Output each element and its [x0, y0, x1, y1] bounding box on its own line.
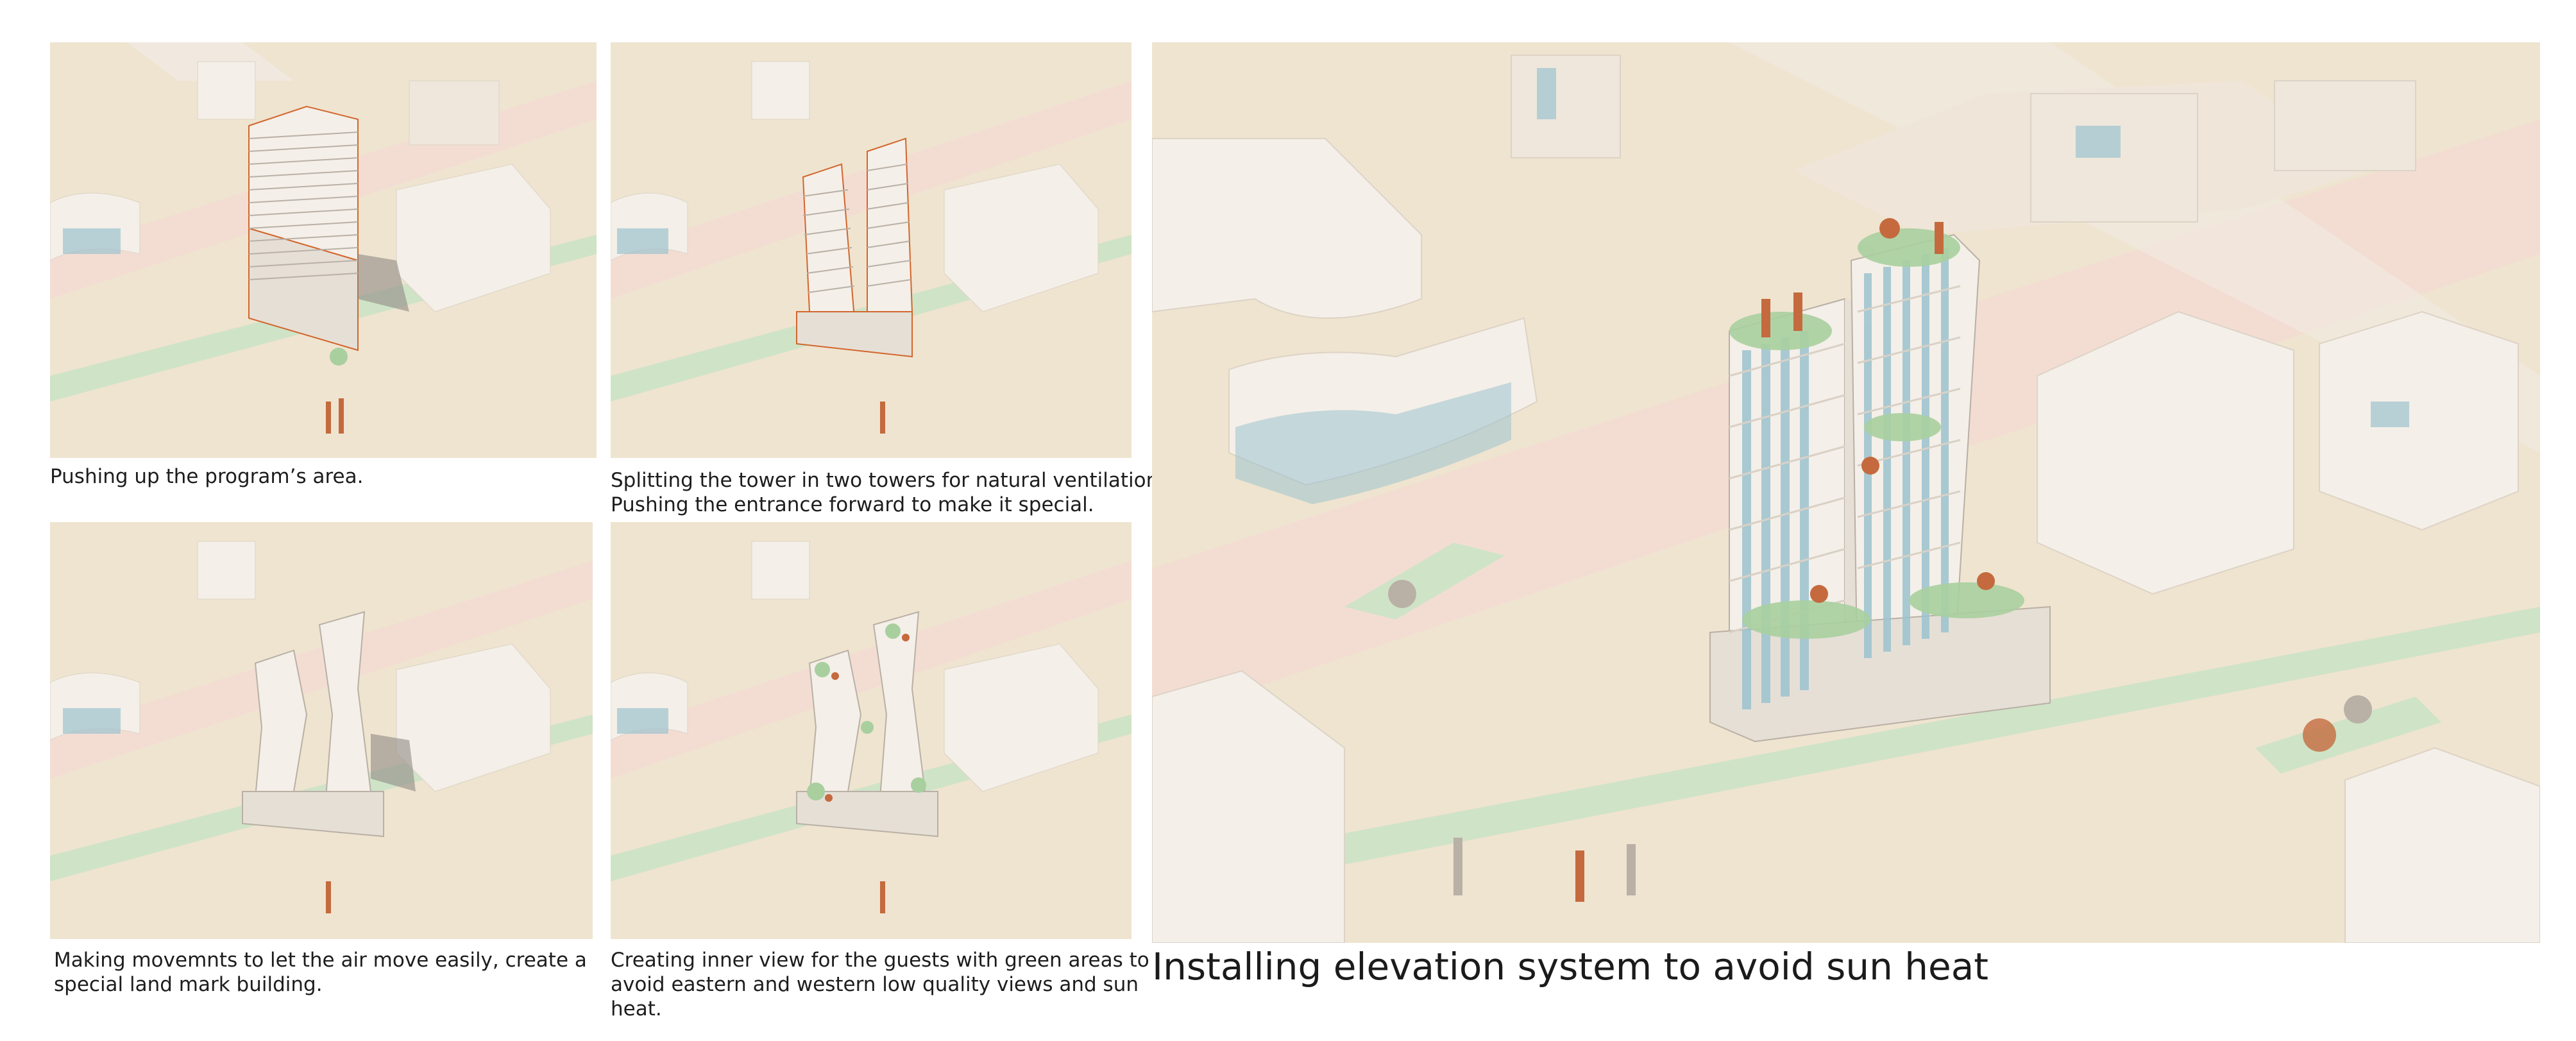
step-1-caption: Pushing up the program’s area.	[50, 465, 364, 488]
step-4-caption-line-2: avoid eastern and western low quality vi…	[611, 973, 1139, 996]
final-illustration	[1152, 42, 2540, 943]
step-3-caption-line-1: Making movemnts to let the air move easi…	[54, 949, 587, 972]
step-3-illustration	[50, 522, 593, 939]
step-4-illustration	[611, 522, 1131, 939]
step-4-caption-line-1: Creating inner view for the guests with …	[611, 949, 1149, 972]
diagram-step-4	[611, 522, 1131, 939]
step-1-illustration	[50, 42, 597, 458]
step-4-caption-line-3: heat.	[611, 997, 662, 1020]
step-2-caption-line-2: Pushing the entrance forward to make it …	[611, 493, 1094, 516]
diagram-step-1	[50, 42, 597, 458]
diagram-step-3	[50, 522, 593, 939]
step-2-illustration	[611, 42, 1131, 458]
step-2-caption-line-1: Splitting the tower in two towers for na…	[611, 469, 1165, 492]
final-caption: Installing elevation system to avoid sun…	[1152, 945, 1989, 988]
step-3-caption-line-2: special land mark building.	[54, 973, 323, 996]
diagram-final	[1152, 42, 2540, 943]
diagram-step-2	[611, 42, 1131, 458]
